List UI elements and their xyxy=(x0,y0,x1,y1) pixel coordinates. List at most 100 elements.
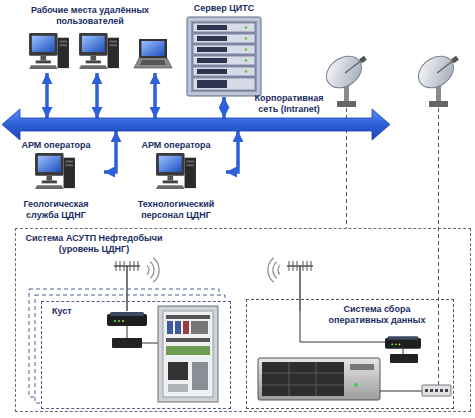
operator-computers xyxy=(156,153,196,189)
connector-arrow xyxy=(222,97,226,118)
cluster-equipment xyxy=(114,261,140,311)
cluster-equipment xyxy=(166,338,210,342)
cluster-equipment xyxy=(107,258,218,402)
server-rack xyxy=(197,80,227,88)
cluster-equipment xyxy=(107,312,147,326)
collection-equipment xyxy=(380,391,422,392)
data-collection-system: Система сбора оперативных данных xyxy=(246,299,454,409)
cluster-stack xyxy=(29,289,231,409)
collection-equipment xyxy=(354,383,358,387)
server-rack xyxy=(197,25,227,30)
collection-equipment xyxy=(440,389,443,392)
collection-equipment xyxy=(268,258,274,283)
cluster-equipment xyxy=(166,315,210,319)
cluster-equipment xyxy=(166,346,210,355)
collection-equipment xyxy=(435,389,438,392)
server-box: Сервер ЦИТС xyxy=(183,2,269,97)
server-rack xyxy=(191,21,257,92)
system-region: Система АСУТП Нефтедобычи (уровень ЦДНГ)… xyxy=(15,228,471,412)
collection-equipment xyxy=(262,385,344,386)
server-rack xyxy=(187,17,261,96)
cluster-equipment xyxy=(150,262,154,279)
server-rack xyxy=(245,26,248,29)
collection-equipment xyxy=(262,373,344,374)
satellite-dishes xyxy=(320,50,459,107)
collection-equipment xyxy=(316,362,317,396)
cluster-equipment xyxy=(147,265,149,274)
server-rack xyxy=(245,70,248,73)
cluster-equipment xyxy=(192,362,208,390)
server-rack xyxy=(187,17,261,96)
server-label: Сервер ЦИТС xyxy=(183,3,265,14)
server-rack xyxy=(197,47,227,52)
collection-equipment xyxy=(287,261,313,311)
bus-arrow-shape xyxy=(2,118,390,131)
operator-workstation: АРМ оператораГеологическая служба ЦДНГ xyxy=(12,140,104,221)
operator-workstation: АРМ оператораТехнологический персонал ЦД… xyxy=(130,140,226,221)
collection-equipment xyxy=(403,349,404,354)
server-rack xyxy=(197,69,227,74)
workstation-title: АРМ оператора xyxy=(130,140,222,151)
system-label: Система сбора оперативных данных xyxy=(327,304,427,326)
server-rack xyxy=(193,45,255,54)
collection-equipment xyxy=(258,358,380,400)
server-rack xyxy=(245,48,248,51)
cluster-equipment xyxy=(153,258,159,283)
cluster-equipment xyxy=(175,321,181,334)
radio-link-dashed xyxy=(347,108,439,385)
collection-equipment xyxy=(262,362,344,396)
remote-computers xyxy=(29,33,69,69)
server-rack xyxy=(193,67,255,76)
workstation-title: АРМ оператора xyxy=(12,140,100,151)
workstation-group: Рабочие места удалённых пользователей xyxy=(25,3,175,73)
cluster-equipment xyxy=(167,321,173,334)
group-label: Рабочие места удалённых пользователей xyxy=(25,5,155,27)
workstation-role: Геологическая служба ЦДНГ xyxy=(12,199,100,221)
collection-equipment xyxy=(273,262,277,279)
network-label: Корпоративная сеть (Intranet) xyxy=(248,93,330,115)
connector-arrow xyxy=(153,73,157,118)
cluster-equipment xyxy=(158,306,218,402)
cluster-equipment xyxy=(183,321,189,334)
collection-equipment xyxy=(350,364,374,370)
server-rack xyxy=(193,78,255,90)
cluster-label: Куст xyxy=(52,306,112,317)
region-title: Система АСУТП Нефтедобычи (уровень ЦДНГ) xyxy=(24,233,164,255)
cluster-stack xyxy=(41,301,231,409)
well-cluster: Куст xyxy=(41,301,231,409)
cluster-equipment xyxy=(142,343,158,344)
collection-equipment xyxy=(385,336,421,349)
connector-arrow xyxy=(104,131,116,172)
radio-link-dashed xyxy=(438,108,439,385)
cluster-equipment xyxy=(147,258,159,283)
server-rack xyxy=(245,59,248,62)
operator-computers xyxy=(35,153,75,189)
collection-equipment xyxy=(425,389,428,392)
server-rack xyxy=(193,56,255,65)
remote-computers xyxy=(79,33,119,69)
collection-equipment xyxy=(422,385,451,396)
cluster-equipment xyxy=(168,362,188,380)
cluster-equipment xyxy=(191,321,208,334)
remote-computers xyxy=(29,33,172,69)
server-rack xyxy=(197,58,227,63)
collection-equipment xyxy=(390,354,418,363)
collection-equipment xyxy=(258,258,451,400)
collection-equipment xyxy=(445,389,448,392)
workstation-role: Технологический персонал ЦДНГ xyxy=(130,199,222,221)
cluster-equipment xyxy=(168,384,188,392)
bus-arrow-shape xyxy=(2,109,390,140)
cluster-equipment xyxy=(127,326,128,338)
server-rack xyxy=(245,37,248,40)
network-bus: Корпоративная сеть (Intranet) xyxy=(2,118,390,131)
collection-equipment xyxy=(289,362,290,396)
remote-computers xyxy=(134,39,172,68)
cluster-equipment xyxy=(163,311,213,397)
server-rack xyxy=(197,36,227,41)
collection-equipment xyxy=(430,389,433,392)
server-rack xyxy=(193,23,255,32)
satellite-dishes xyxy=(412,50,459,107)
collection-equipment xyxy=(268,258,280,283)
cluster-equipment xyxy=(112,338,142,348)
